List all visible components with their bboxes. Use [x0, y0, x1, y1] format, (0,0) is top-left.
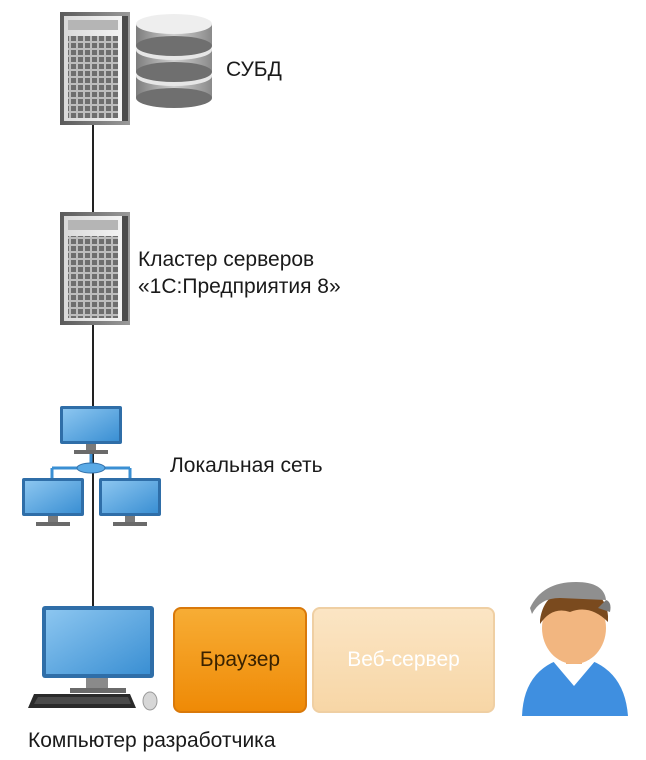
local-network-icon [22, 406, 161, 526]
user-avatar-icon [522, 582, 628, 716]
web-server-badge: Веб-сервер [312, 607, 495, 713]
developer-computer-icon [28, 606, 158, 711]
browser-badge: Браузер [173, 607, 307, 713]
dbms-label: СУБД [226, 58, 282, 81]
dbms-server-icon [60, 12, 130, 125]
network-label: Локальная сеть [170, 454, 323, 477]
database-icon [136, 14, 212, 108]
developer-pc-label: Компьютер разработчика [28, 729, 276, 752]
cluster-label-line1: Кластер серверов [138, 248, 315, 271]
cluster-label-line2: «1С:Предприятия 8» [138, 275, 341, 298]
cluster-server-icon [60, 212, 130, 325]
